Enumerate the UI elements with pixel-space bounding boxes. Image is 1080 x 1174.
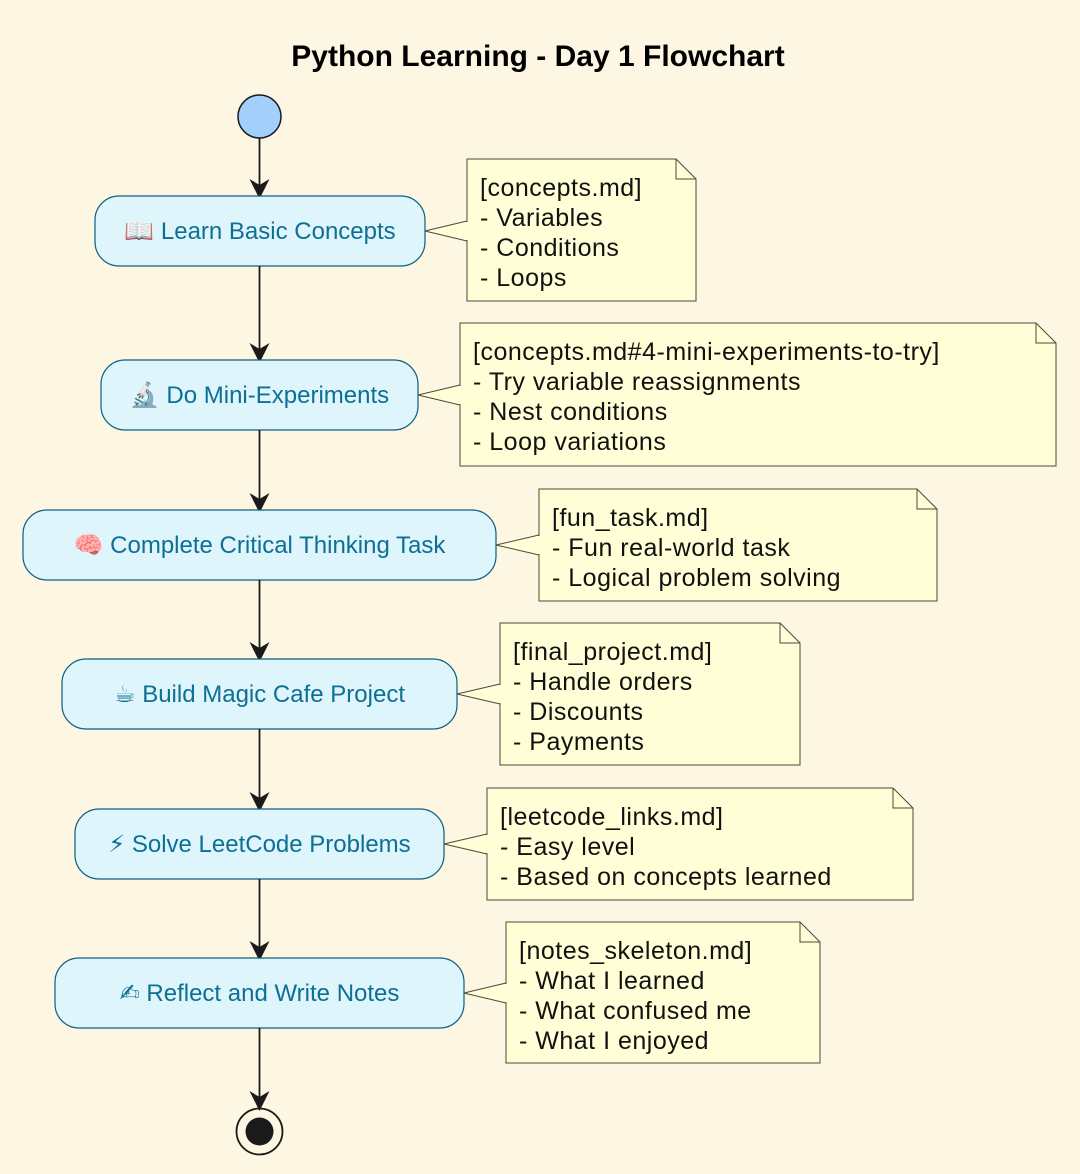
note-line: - Nest conditions: [473, 398, 668, 426]
activity-label: 🔬 Do Mini-Experiments: [130, 380, 389, 409]
activity-node: 🧠 Complete Critical Thinking Task: [22, 509, 497, 581]
note-file-label: [final_project.md]: [513, 638, 712, 666]
note-shape: [486, 787, 914, 901]
note-line: - Easy level: [500, 833, 635, 861]
note-connector: [463, 982, 507, 1004]
activity-text: Do Mini-Experiments: [160, 382, 389, 409]
activity-icon: 📖: [124, 218, 154, 245]
note-line: - Try variable reassignments: [473, 368, 801, 396]
activity-node: ⚡ Solve LeetCode Problems: [74, 808, 445, 880]
note-connector: [495, 534, 540, 556]
activity-label: ☕ Build Magic Cafe Project: [114, 681, 405, 708]
note-line: - Fun real-world task: [552, 534, 790, 562]
activity-icon: 🔬: [130, 380, 160, 409]
note-line: - Loops: [480, 264, 567, 292]
activity-icon: 🧠: [74, 532, 104, 559]
activity-node: 🔬 Do Mini-Experiments: [100, 359, 419, 431]
note-shape: [538, 488, 938, 602]
activity-label: 📖 Learn Basic Concepts: [124, 218, 395, 245]
note-file-label: [concepts.md#4-mini-experiments-to-try]: [473, 338, 940, 366]
activity-node: ☕ Build Magic Cafe Project: [61, 658, 458, 730]
note-file-label: [notes_skeleton.md]: [519, 937, 752, 965]
note-line: - Conditions: [480, 234, 619, 262]
flow-layer: 📖 Learn Basic Concepts [concepts.md]- Var…: [22, 138, 1057, 1111]
activity-node: 📖 Learn Basic Concepts: [94, 195, 426, 267]
note-line: - Variables: [480, 204, 603, 232]
activity-text: Build Magic Cafe Project: [136, 681, 406, 708]
note-box: [fun_task.md]- Fun real-world task- Logi…: [495, 488, 938, 602]
note-line: - Logical problem solving: [552, 564, 841, 592]
note-shape: [505, 921, 821, 1064]
note-fold: [799, 922, 820, 943]
activity-text: Complete Critical Thinking Task: [103, 532, 446, 559]
activity-label: ⚡ Solve LeetCode Problems: [108, 831, 410, 858]
note-fold: [892, 788, 913, 809]
activity-text: Reflect and Write Notes: [140, 980, 400, 1007]
activity-icon: ☕: [114, 681, 136, 708]
note-fold: [779, 623, 800, 644]
note-connector: [456, 683, 501, 705]
note-shape: [466, 158, 697, 302]
diagram-title: Python Learning - Day 1 Flowchart: [291, 40, 784, 73]
note-shape: [499, 622, 801, 766]
note-connector: [443, 833, 488, 855]
note-connector: [417, 384, 461, 406]
activity-text: Learn Basic Concepts: [154, 218, 395, 245]
note-line: - What I learned: [519, 967, 705, 995]
activity-label: 🧠 Complete Critical Thinking Task: [74, 532, 447, 559]
end-node: [235, 1107, 284, 1156]
note-line: - What I enjoyed: [519, 1027, 709, 1055]
note-box: [concepts.md]- Variables- Conditions- Lo…: [424, 158, 697, 302]
note-connector: [424, 220, 468, 242]
activity-icon: ⚡: [108, 831, 125, 858]
note-line: - What confused me: [519, 997, 752, 1025]
note-shape: [459, 322, 1057, 467]
note-line: - Based on concepts learned: [500, 863, 832, 891]
activity-node: ✍ Reflect and Write Notes: [54, 957, 465, 1029]
start-node: [237, 94, 282, 139]
note-fold: [1035, 323, 1056, 344]
note-file-label: [leetcode_links.md]: [500, 803, 724, 831]
activity-text: Solve LeetCode Problems: [125, 831, 411, 858]
note-box: [final_project.md]- Handle orders- Disco…: [456, 622, 801, 766]
note-line: - Payments: [513, 728, 644, 756]
note-file-label: [fun_task.md]: [552, 504, 709, 532]
note-fold: [916, 489, 937, 510]
note-box: [leetcode_links.md]- Easy level- Based o…: [443, 787, 914, 901]
note-box: [concepts.md#4-mini-experiments-to-try]-…: [417, 322, 1057, 467]
note-box: [notes_skeleton.md]- What I learned- Wha…: [463, 921, 821, 1064]
activity-label: ✍ Reflect and Write Notes: [120, 980, 400, 1007]
note-line: - Discounts: [513, 698, 644, 726]
note-line: - Loop variations: [473, 428, 666, 456]
note-fold: [675, 159, 696, 180]
note-line: - Handle orders: [513, 668, 693, 696]
note-file-label: [concepts.md]: [480, 174, 642, 202]
activity-icon: ✍: [120, 980, 140, 1007]
